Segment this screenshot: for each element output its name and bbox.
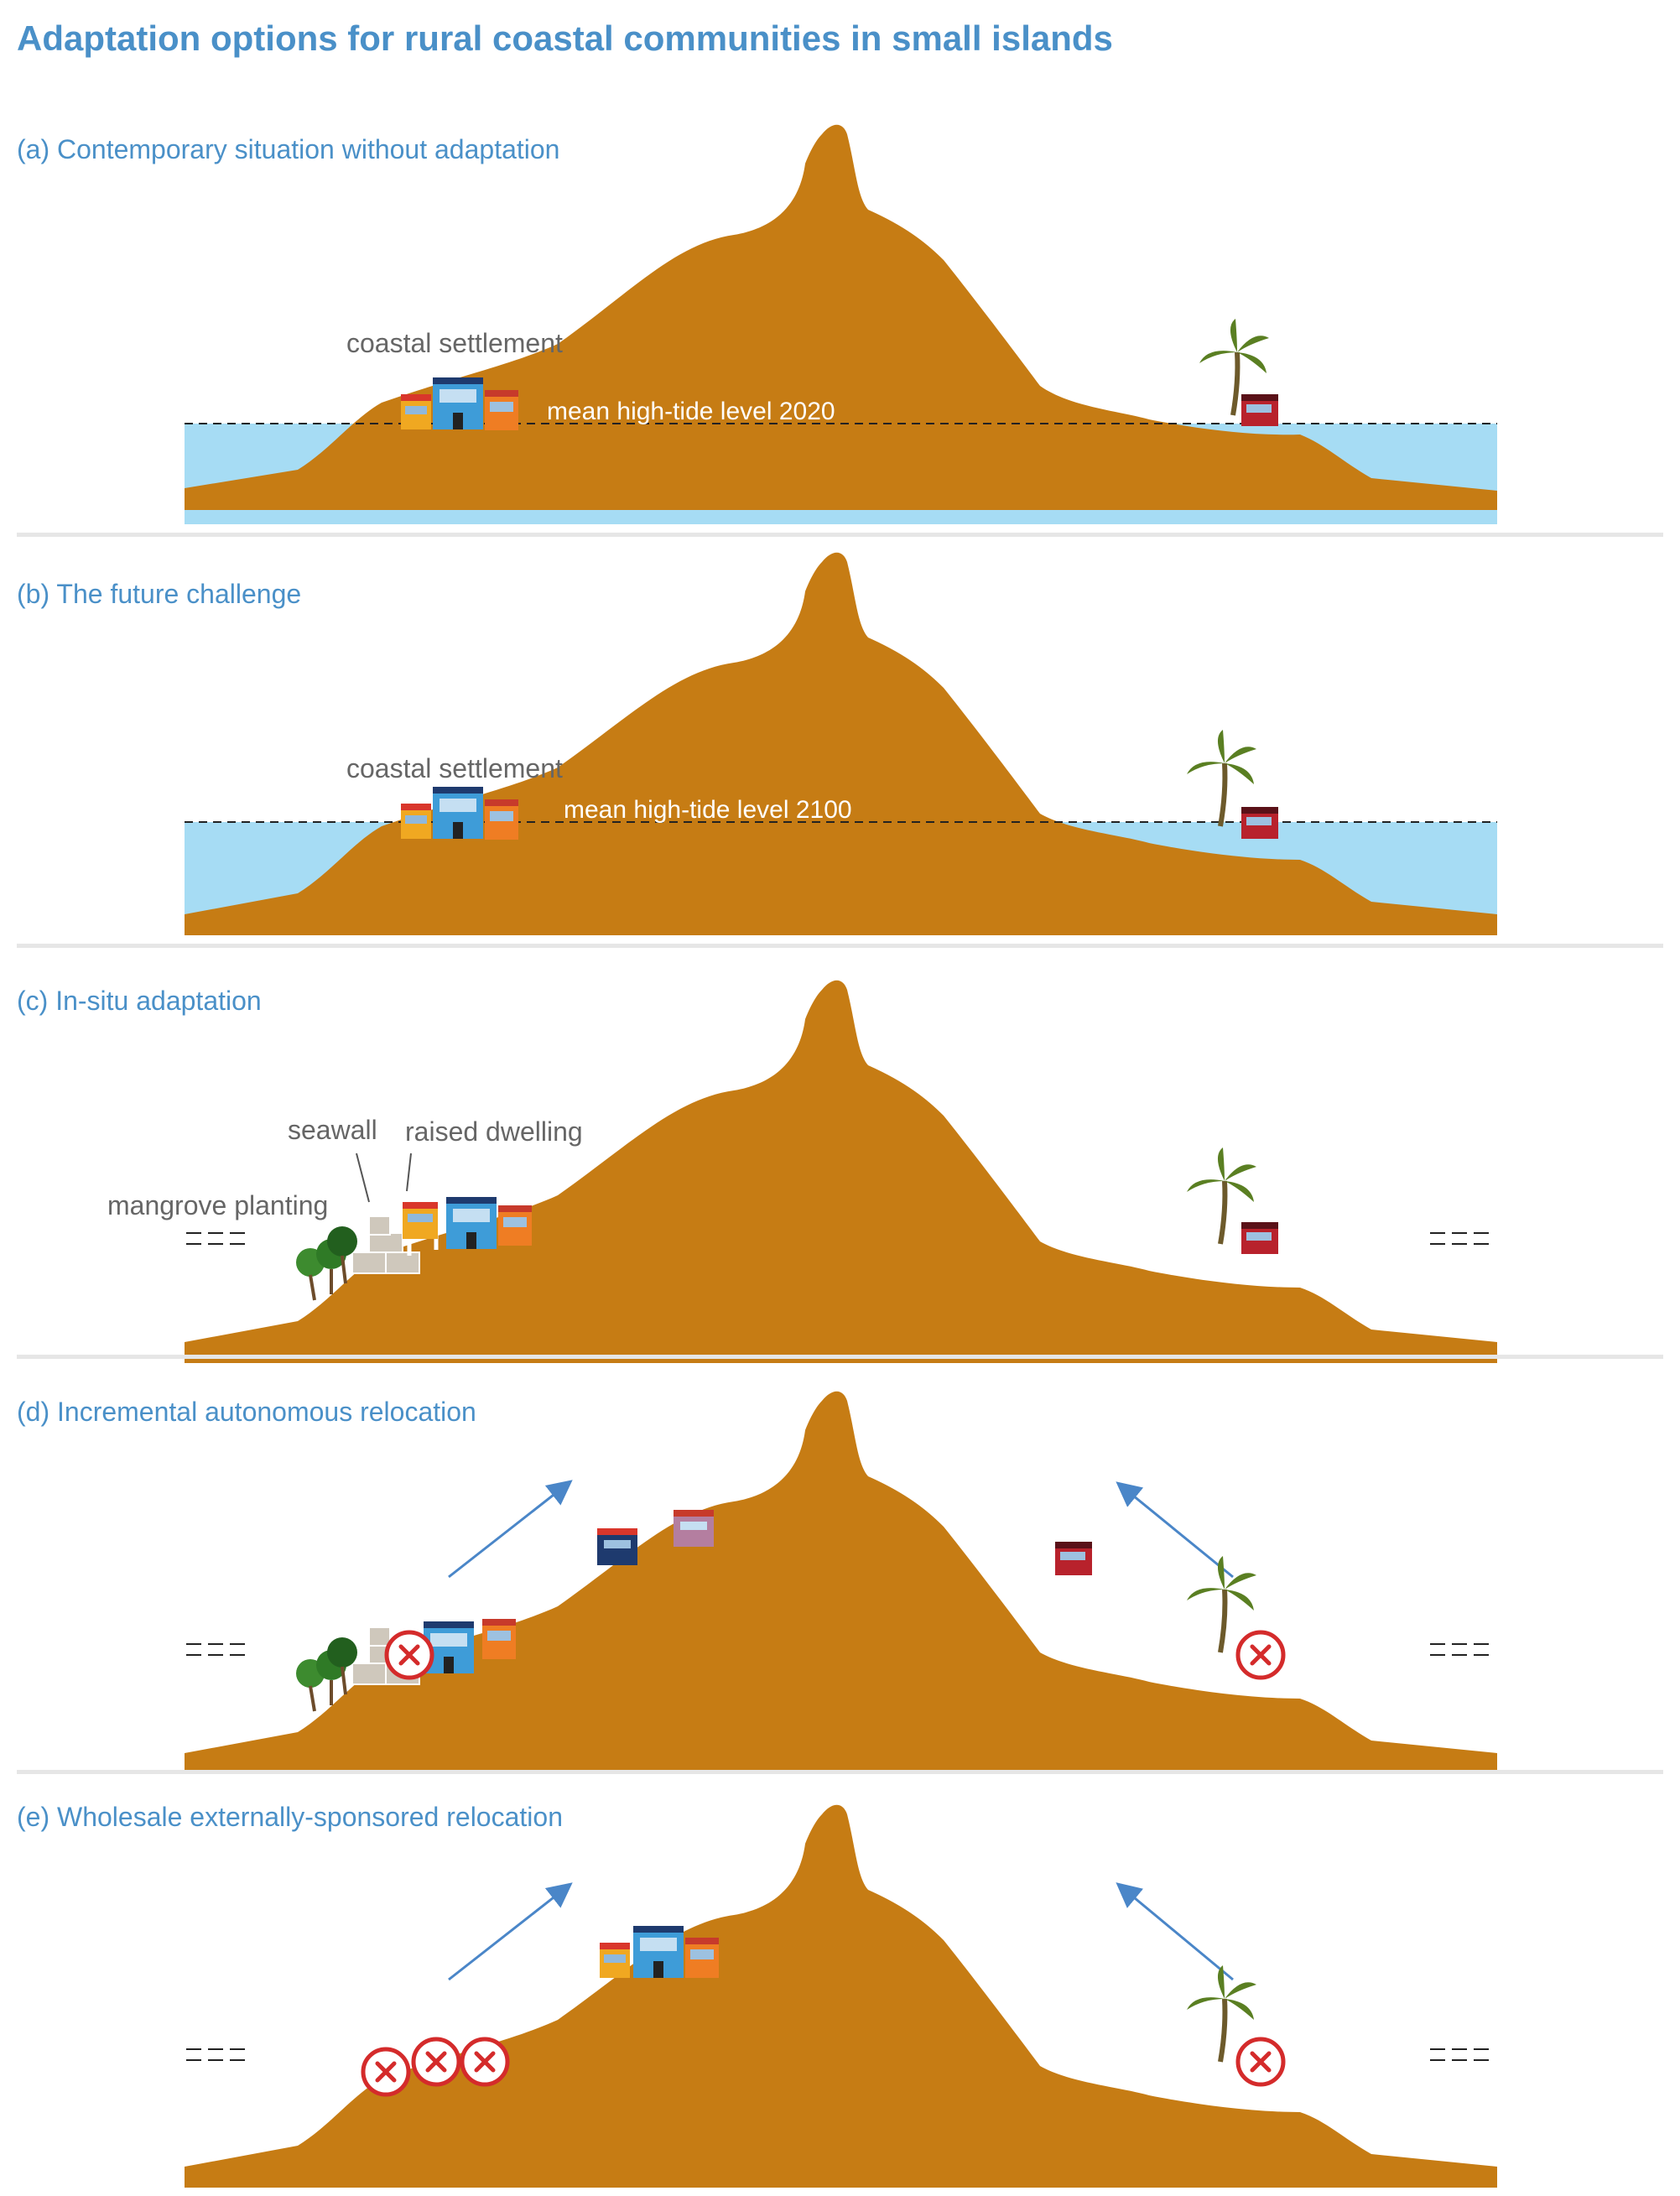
island	[185, 1391, 1497, 1774]
island	[185, 552, 1497, 935]
panel-divider	[17, 533, 1663, 537]
panel-b-title: (b) The future challenge	[17, 579, 302, 609]
abandoned-cross-icon	[1235, 1630, 1286, 1680]
water-level-marks-right	[1430, 2048, 1489, 2061]
panel-b-illustration: coastal settlement mean high-tide level …	[17, 552, 1663, 948]
seawall-label: seawall	[288, 1115, 377, 1145]
panel-divider	[17, 1355, 1663, 1359]
panel-c: (c) In-situ adaptation seawall raised dw…	[0, 980, 1680, 1363]
panel-a-title: (a) Contemporary situation without adapt…	[17, 134, 560, 164]
house-red	[1241, 1222, 1278, 1254]
island	[185, 124, 1497, 510]
abandoned-cross-icon	[1235, 2037, 1286, 2087]
house-yellow	[403, 1202, 438, 1239]
panel-e-illustration	[185, 1804, 1497, 2188]
water-level-marks-left	[186, 2048, 245, 2061]
house-blue	[446, 1197, 497, 1249]
house-blue	[433, 787, 483, 839]
raised-dwelling-label: raised dwelling	[405, 1116, 583, 1147]
house-red	[1241, 394, 1278, 426]
main-title: Adaptation options for rural coastal com…	[17, 18, 1113, 58]
water-level-marks-right	[1430, 1643, 1489, 1656]
palm-tree	[1187, 730, 1256, 827]
relocated-house-mauve	[674, 1510, 714, 1547]
house-yellow	[600, 1943, 630, 1978]
palm-tree	[1187, 1147, 1256, 1245]
house-orange	[485, 799, 518, 840]
panel-e: (e) Wholesale externally-sponsored reloc…	[0, 1802, 1680, 2196]
palm-tree	[1199, 319, 1269, 416]
seawall	[351, 1215, 420, 1274]
house-yellow	[401, 394, 431, 429]
relocation-arrow-left	[448, 1480, 573, 1579]
tide-label: mean high-tide level 2020	[547, 398, 835, 425]
settlement-label: coastal settlement	[346, 753, 563, 783]
island	[185, 1804, 1497, 2188]
water-level-marks-right	[1430, 1232, 1489, 1245]
panel-d-illustration	[17, 1391, 1663, 1774]
house-red	[1241, 807, 1278, 839]
relocated-house-navy	[597, 1528, 637, 1565]
relocation-arrow-right	[1116, 1882, 1234, 1981]
panel-d-title: (d) Incremental autonomous relocation	[17, 1397, 476, 1427]
abandoned-cross-icon	[361, 2047, 411, 2097]
house-yellow	[401, 804, 431, 839]
panel-divider	[17, 944, 1663, 948]
panel-d: (d) Incremental autonomous relocation	[0, 1391, 1680, 1774]
relocation-arrow-left	[448, 1882, 573, 1981]
house-orange	[485, 390, 518, 430]
palm-tree	[1187, 1556, 1256, 1653]
relocated-house-red	[1055, 1542, 1092, 1575]
water-level-marks-left	[186, 1232, 245, 1245]
abandoned-cross-icon	[411, 2037, 461, 2087]
mangroves	[296, 1637, 357, 1712]
panel-c-title: (c) In-situ adaptation	[17, 986, 262, 1016]
panel-a: (a) Contemporary situation without adapt…	[0, 124, 1680, 537]
island	[185, 980, 1497, 1363]
relocation-arrow-right	[1116, 1481, 1234, 1579]
abandoned-cross-icon	[460, 2037, 510, 2087]
seawall-pointer	[356, 1153, 370, 1203]
panel-a-illustration: coastal settlement mean high-tide level …	[17, 124, 1663, 537]
mangrove-label: mangrove planting	[107, 1190, 328, 1220]
tide-label: mean high-tide level 2100	[564, 796, 852, 824]
palm-tree	[1187, 1965, 1256, 2063]
settlement-label: coastal settlement	[346, 328, 563, 358]
house-blue	[433, 377, 483, 429]
house-orange	[498, 1205, 532, 1246]
raised-dwelling-pointer	[406, 1153, 412, 1192]
abandoned-cross-icon	[384, 1630, 434, 1680]
house-blue	[633, 1926, 684, 1978]
panel-e-title: (e) Wholesale externally-sponsored reloc…	[17, 1802, 563, 1832]
panel-divider	[17, 1770, 1663, 1774]
house-orange	[685, 1938, 719, 1978]
panel-b: (b) The future challenge coastal settlem…	[0, 552, 1680, 956]
house-orange	[482, 1619, 516, 1659]
water-level-marks-left	[186, 1643, 245, 1656]
panel-c-illustration: seawall raised dwelling mangrove plantin…	[17, 980, 1663, 1363]
mangroves	[296, 1226, 357, 1301]
